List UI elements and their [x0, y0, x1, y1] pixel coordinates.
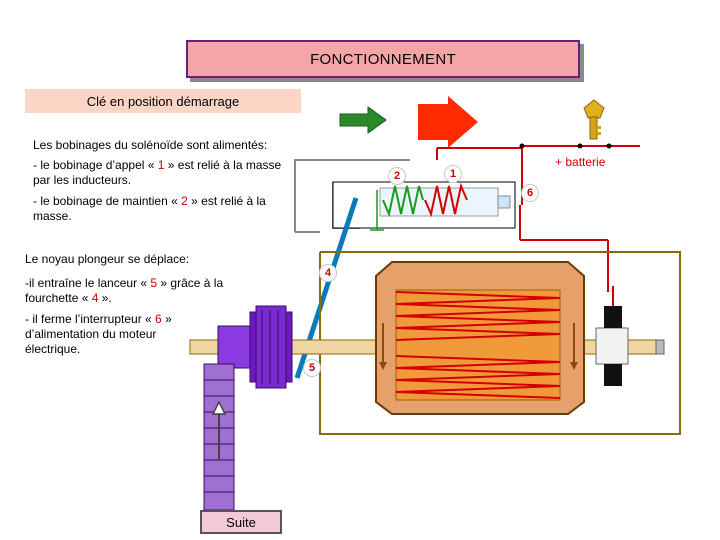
pinion-assembly [217, 305, 293, 389]
marker-2: 2 [388, 167, 406, 185]
brush-top [604, 306, 622, 328]
marker-1: 1 [444, 165, 462, 183]
up-arrow-icon [211, 400, 227, 415]
suite-button[interactable]: Suite [200, 510, 282, 534]
marker-6: 6 [521, 184, 539, 202]
hold-coil [382, 185, 424, 218]
brush-bottom [604, 364, 622, 386]
text-fragment: ». [98, 291, 112, 305]
text-lanceur: -il entraîne le lanceur « 5 » grâce à la… [25, 276, 225, 306]
page-title: FONCTIONNEMENT [186, 40, 580, 78]
battery-label: + batterie [555, 155, 606, 169]
starter-frame [319, 251, 681, 435]
ref-number: 2 [181, 194, 188, 208]
marker-5: 5 [303, 359, 321, 377]
text-bobinage-maintien: - le bobinage de maintien « 2 » est reli… [33, 194, 298, 224]
ref-number: 4 [91, 291, 99, 305]
brush-wire [612, 286, 614, 306]
marker-4: 4 [319, 264, 337, 282]
commutator [595, 327, 629, 365]
armature-winding [395, 291, 561, 399]
pull-coil [424, 182, 468, 218]
ignition-key-icon [583, 99, 605, 140]
text-fragment: » grâce à la fourchette « [25, 276, 224, 305]
text-bobinages: Les bobinages du solénoïde sont alimenté… [33, 138, 268, 152]
text-fragment: - il ferme l’interrupteur « [25, 312, 156, 326]
text-bobinage-appel: - le bobinage d’appel « 1 » est relié à … [33, 158, 298, 188]
text-fragment: -il entraîne le lanceur « [25, 276, 151, 290]
text-noyau: Le noyau plongeur se déplace: [25, 252, 190, 266]
plunger-rod [497, 195, 511, 209]
terminal-dot [577, 143, 583, 149]
page-subtitle: Clé en position démarrage [25, 89, 301, 113]
text-fragment: - le bobinage de maintien « [33, 194, 182, 208]
down-arrow-icon [570, 362, 578, 370]
text-fragment: - le bobinage d’appel « [33, 158, 158, 172]
text-fragment: » d’alimentation du moteur électrique. [25, 312, 172, 356]
text-fragment: » est relié à la masse. [33, 194, 266, 223]
down-arrow-icon [379, 362, 387, 370]
red-arrow-icon [418, 96, 478, 148]
text-fragment: » est relié à la masse par les inducteur… [33, 158, 282, 187]
ref-number: 1 [157, 158, 165, 172]
shaft-end [655, 339, 665, 355]
ref-number: 6 [155, 312, 162, 326]
terminal-dot [519, 143, 525, 149]
ref-number: 5 [150, 276, 158, 290]
terminal-dot [606, 143, 612, 149]
green-arrow-icon [339, 106, 387, 134]
text-interrupteur: - il ferme l’interrupteur « 6 » d’alimen… [25, 312, 195, 357]
